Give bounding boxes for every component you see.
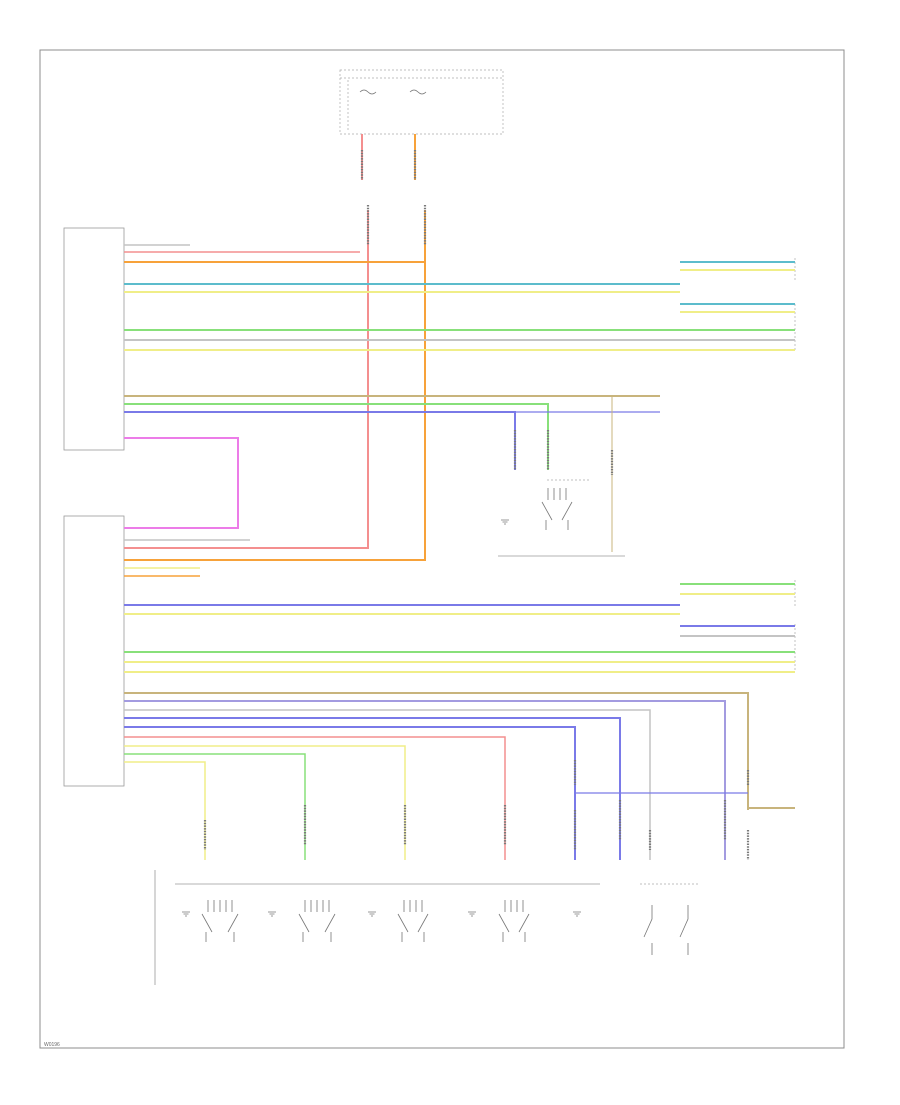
ground-icon	[468, 911, 476, 917]
switch-icon	[298, 900, 336, 942]
fuse-box	[339, 69, 504, 135]
gray-switch-wire	[124, 709, 651, 860]
ground-icon	[182, 911, 190, 917]
switch-icon	[541, 488, 573, 530]
orange-feed-wire	[124, 134, 426, 561]
switch-icon	[498, 900, 530, 942]
left-door-control-module	[63, 227, 125, 451]
left-lock-switch	[643, 905, 653, 955]
ground-icon	[573, 911, 581, 917]
blue-switch-lower-wire	[124, 717, 621, 860]
rear-door-control-module	[63, 515, 125, 787]
right-front-window-switch	[298, 900, 336, 942]
right-rear-window-switch	[498, 900, 530, 942]
blue-switch-wire	[124, 411, 516, 470]
left-rear-window-switch	[397, 900, 429, 942]
ground-icon	[368, 911, 376, 917]
blue-lower-2-wire	[124, 726, 576, 860]
mark-group	[182, 150, 750, 955]
ground-icon	[268, 911, 276, 917]
right-lock-switch	[679, 905, 689, 955]
green-switch-wire	[124, 403, 549, 470]
center-window-switch	[541, 488, 573, 530]
orange-upper-wire	[124, 210, 426, 263]
green-lower-switch-wire	[124, 753, 306, 860]
fuse-icon	[409, 89, 427, 95]
fuse-icon	[359, 89, 377, 95]
fuse-box-outline	[339, 69, 504, 135]
red-upper-wire	[124, 210, 369, 263]
yellow-lower-switch-wire	[124, 745, 406, 860]
page-ref-code: W0196	[44, 1042, 60, 1048]
switch-icon	[397, 900, 429, 942]
center-switch-assembly	[498, 479, 625, 557]
switch-icon	[201, 900, 239, 942]
violet-lower-wire	[124, 700, 726, 860]
rear-door-control-module-body	[63, 515, 125, 787]
wire-group	[124, 134, 795, 860]
switch-row	[154, 870, 700, 985]
left-door-control-module-body	[63, 227, 125, 451]
diagram-frame	[39, 49, 845, 1049]
pink-loop-wire	[124, 437, 239, 529]
yellow-far-switch-wire	[124, 761, 206, 860]
red-lower-switch-wire	[124, 736, 506, 860]
left-front-window-switch	[201, 900, 239, 942]
ground-icon	[501, 519, 509, 525]
